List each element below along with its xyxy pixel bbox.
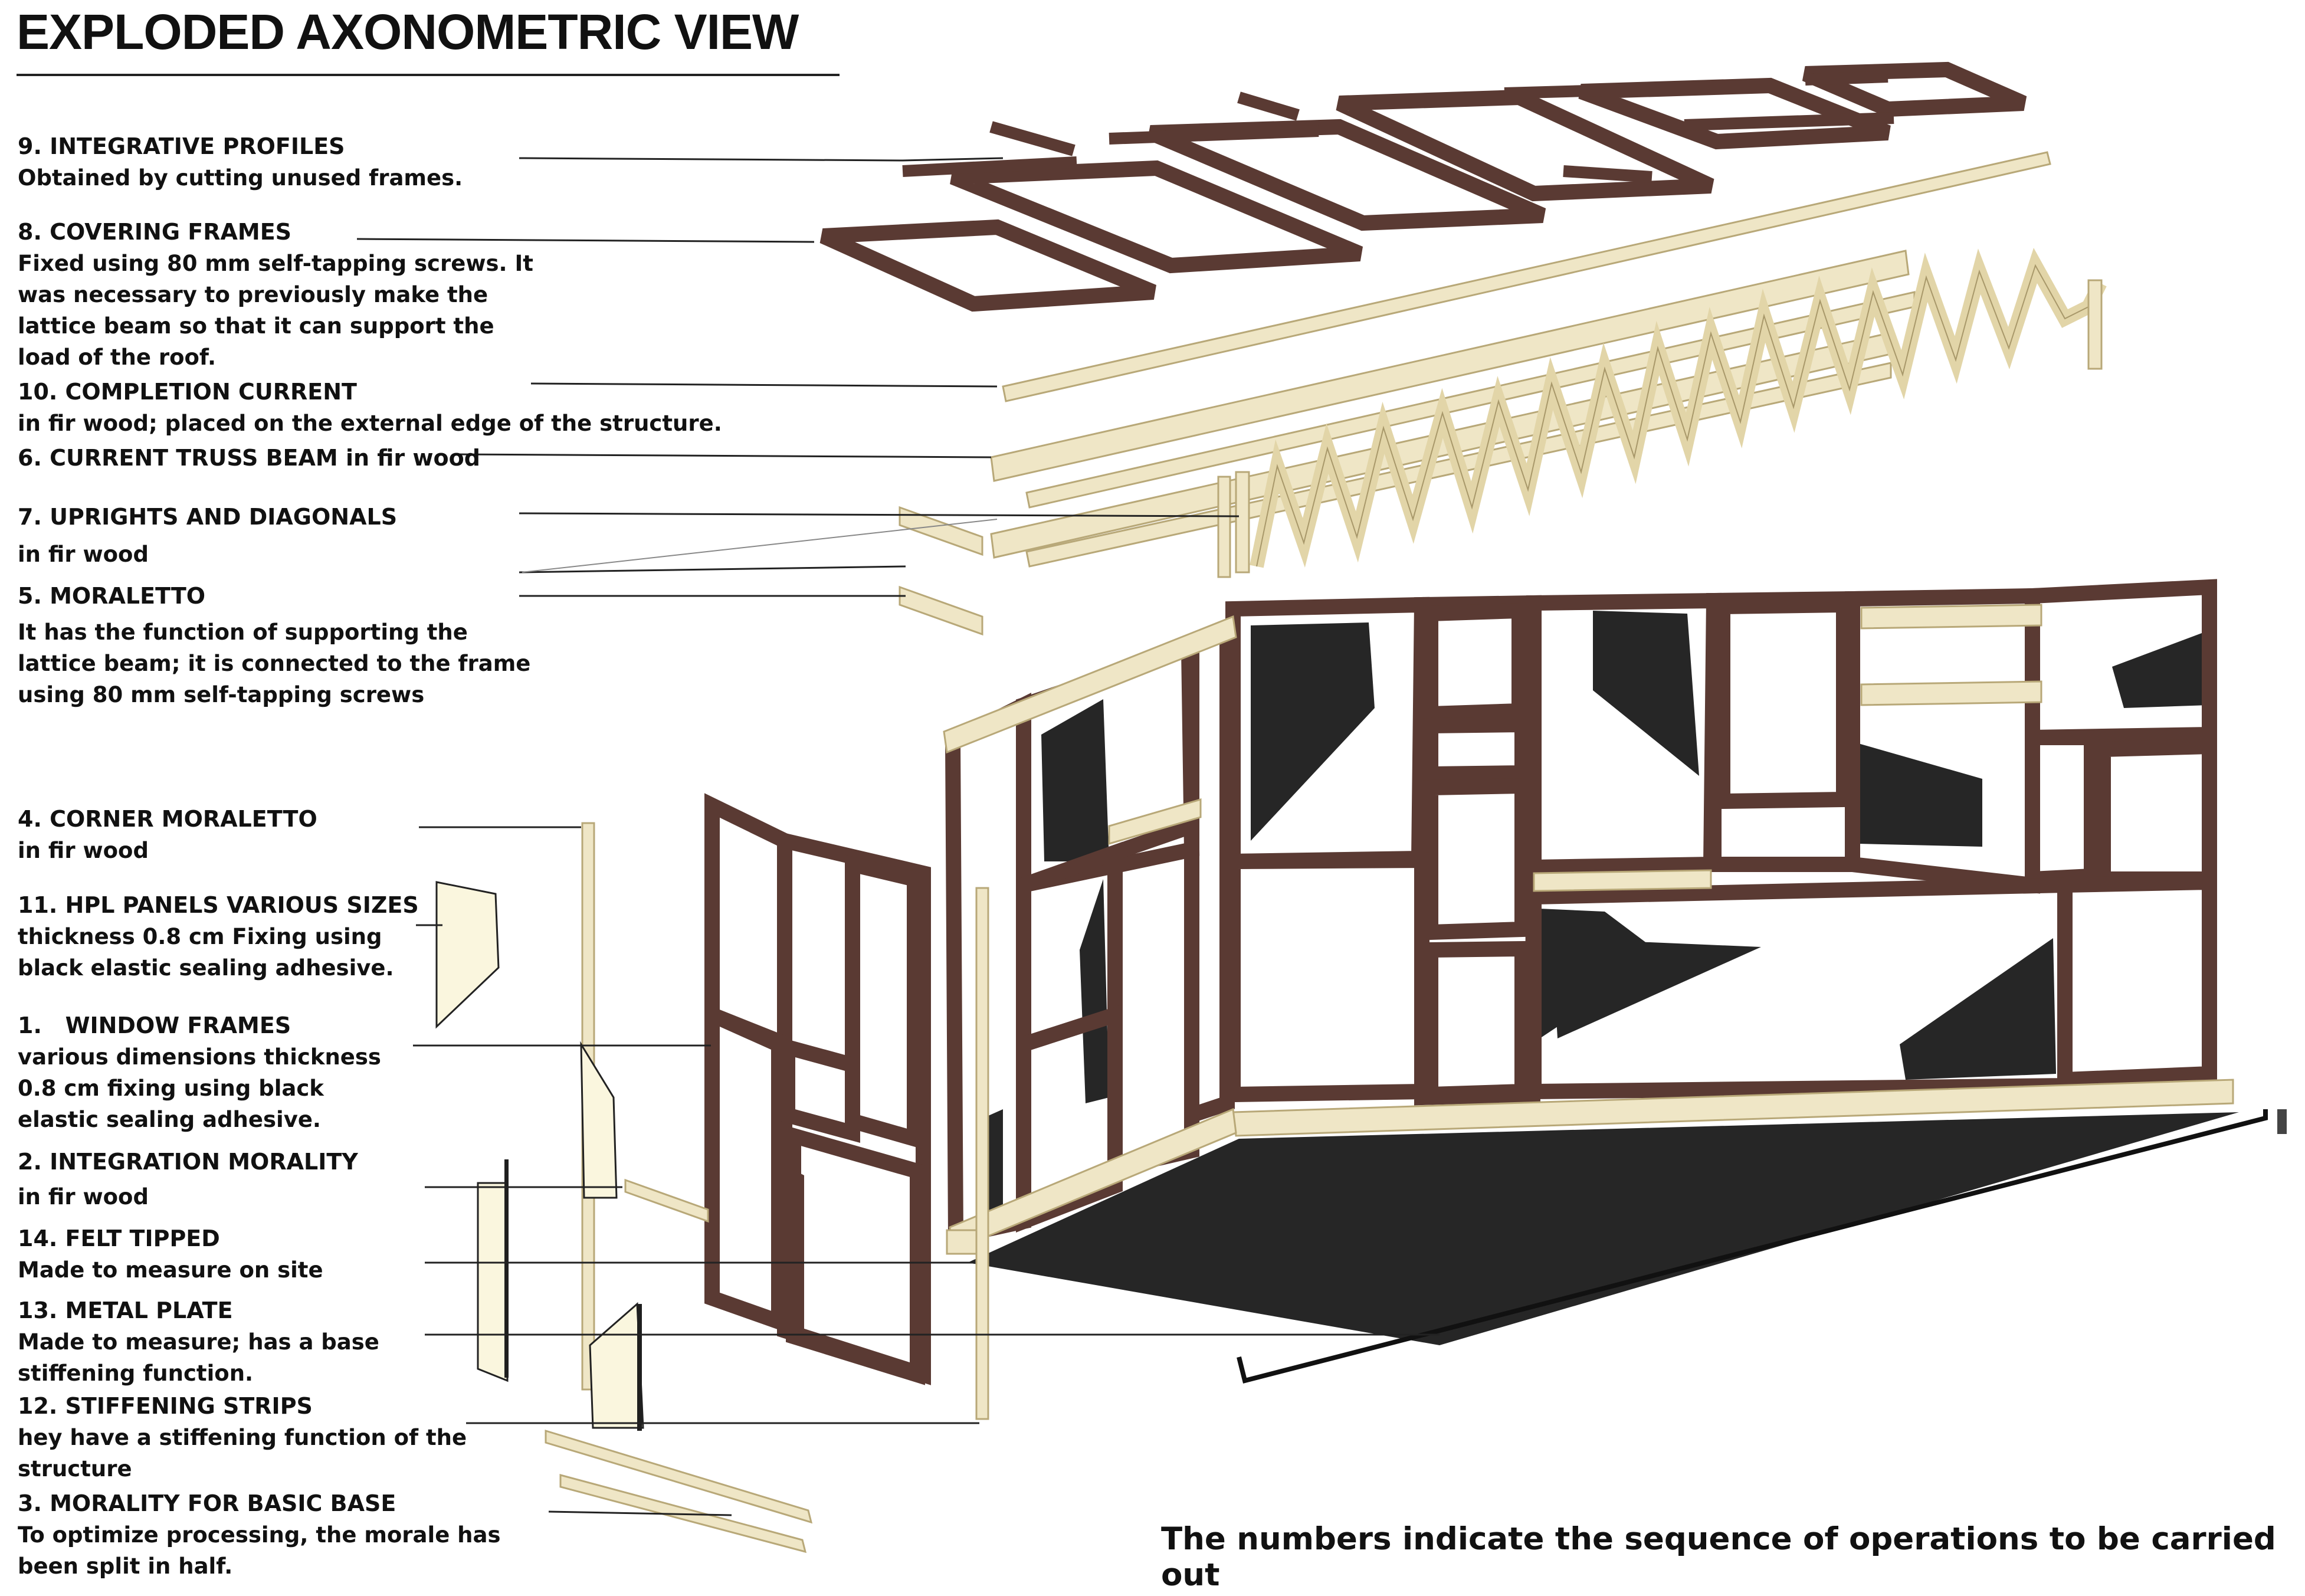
label-head: 2. INTEGRATION MORALITY bbox=[18, 1149, 358, 1175]
left-wall bbox=[943, 615, 1237, 1255]
label-completion-current: 10. COMPLETION CURRENT in fir wood; plac… bbox=[18, 376, 726, 439]
label-head: 13. METAL PLATE bbox=[18, 1297, 233, 1323]
page-title: EXPLODED AXONOMETRIC VIEW bbox=[17, 4, 799, 60]
label-basic-base: 3. MORALITY FOR BASIC BASE To optimize p… bbox=[18, 1488, 525, 1582]
label-metal-plate: 13. METAL PLATE Made to measure; has a b… bbox=[18, 1295, 395, 1389]
label-window-frames: 1. WINDOW FRAMES various dimensions thic… bbox=[18, 1010, 401, 1135]
stiffening-strips bbox=[545, 1429, 813, 1554]
label-head: 10. COMPLETION CURRENT bbox=[18, 379, 357, 405]
label-desc: Obtained by cutting unused frames. bbox=[18, 165, 463, 191]
label-desc: Fixed using 80 mm self-tapping screws. I… bbox=[18, 251, 533, 370]
label-desc: various dimensions thickness 0.8 cm fixi… bbox=[18, 1044, 381, 1132]
moraletto-pieces bbox=[899, 506, 983, 636]
truss-beam bbox=[1217, 247, 2107, 578]
label-desc: hey have a stiffening function of the st… bbox=[18, 1425, 467, 1482]
label-desc: Made to measure; has a base stiffening f… bbox=[18, 1329, 379, 1386]
label-uprights-diagonals: 7. UPRIGHTS AND DIAGONALS in fir wood bbox=[18, 502, 549, 570]
window-frames bbox=[704, 793, 931, 1385]
label-head: 9. INTEGRATIVE PROFILES bbox=[18, 133, 345, 159]
label-head: 6. CURRENT TRUSS BEAM in fir wood bbox=[18, 445, 480, 471]
main-wall bbox=[1225, 579, 2234, 1137]
label-head: 11. HPL PANELS VARIOUS SIZES bbox=[18, 892, 419, 918]
label-head: 14. FELT TIPPED bbox=[18, 1225, 220, 1251]
label-head: 4. CORNER MORALETTO bbox=[18, 806, 317, 832]
label-head: 5. MORALETTO bbox=[18, 583, 206, 609]
label-desc: in fir wood bbox=[18, 542, 149, 567]
label-stiffening-strips: 12. STIFFENING STRIPS hey have a stiffen… bbox=[18, 1391, 478, 1484]
label-truss-beam: 6. CURRENT TRUSS BEAM in fir wood bbox=[18, 443, 608, 474]
label-integrative-profiles: 9. INTEGRATIVE PROFILES Obtained by cutt… bbox=[18, 131, 549, 194]
label-felt-tipped: 14. FELT TIPPED Made to measure on site bbox=[18, 1223, 490, 1286]
label-head: 12. STIFFENING STRIPS bbox=[18, 1393, 313, 1419]
integrative-profiles bbox=[902, 71, 1894, 183]
label-corner-moraletto: 4. CORNER MORALETTO in fir wood bbox=[18, 804, 490, 866]
label-head: 7. UPRIGHTS AND DIAGONALS bbox=[18, 504, 398, 530]
label-desc: in fir wood; placed on the external edge… bbox=[18, 411, 722, 436]
label-covering-frames: 8. COVERING FRAMES Fixed using 80 mm sel… bbox=[18, 217, 537, 373]
leader-lines bbox=[356, 157, 1440, 1516]
label-desc: in fir wood bbox=[18, 1184, 149, 1210]
sequence-footnote: The numbers indicate the sequence of ope… bbox=[1161, 1521, 2276, 1593]
felt-base bbox=[968, 1112, 2239, 1345]
label-desc: in fir wood bbox=[18, 838, 149, 863]
label-head: 3. MORALITY FOR BASIC BASE bbox=[18, 1490, 396, 1516]
label-head: 1. WINDOW FRAMES bbox=[18, 1012, 291, 1038]
label-hpl-panels: 11. HPL PANELS VARIOUS SIZES thickness 0… bbox=[18, 890, 419, 984]
label-desc: Made to measure on site bbox=[18, 1257, 323, 1283]
title-underline bbox=[17, 74, 840, 76]
label-desc: It has the function of supporting the la… bbox=[18, 620, 531, 707]
label-integration-morality: 2. INTEGRATION MORALITY in fir wood bbox=[18, 1146, 490, 1212]
label-desc: thickness 0.8 cm Fixing using black elas… bbox=[18, 924, 394, 981]
label-moraletto: 5. MORALETTO It has the function of supp… bbox=[18, 581, 537, 710]
label-head: 8. COVERING FRAMES bbox=[18, 219, 292, 245]
hpl-panels bbox=[435, 881, 644, 1431]
label-desc: To optimize processing, the morale has b… bbox=[18, 1522, 501, 1579]
